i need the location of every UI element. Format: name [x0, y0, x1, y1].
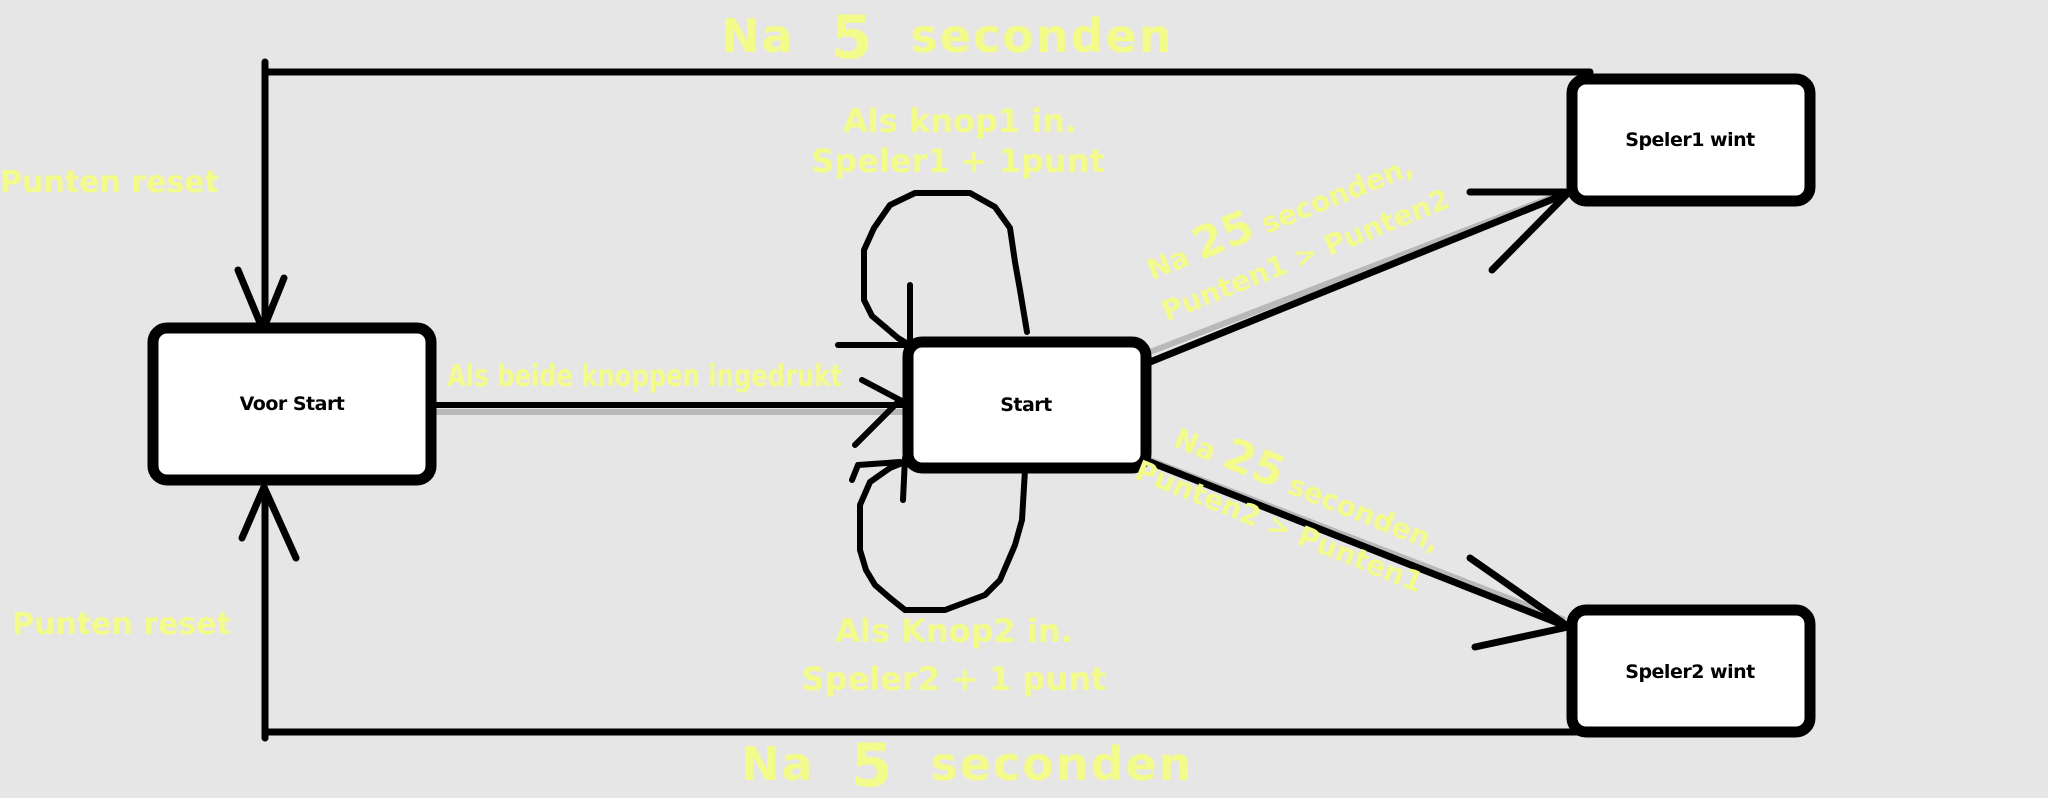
- state-speler2-wint: Speler2 wint: [1566, 604, 1816, 738]
- state-speler1-wint: Speler1 wint: [1566, 73, 1816, 207]
- self-loop-top: [835, 190, 1030, 348]
- loop-bottom-label-line2: Speler2 + 1 punt: [802, 660, 1107, 698]
- self-loop-bottom: [849, 455, 1028, 613]
- state-speler2-wint-label: Speler2 wint: [1625, 661, 1755, 683]
- state-voor-start: Voor Start: [147, 322, 437, 486]
- bottom-return-arrow: [238, 478, 1624, 742]
- to-speler2-arrow: [1146, 458, 1572, 651]
- reset-bottom-label: Punten reset: [12, 607, 231, 642]
- loop-top-label-line2: Speler1 + 1punt: [811, 142, 1105, 180]
- reset-top-label: Punten reset: [0, 165, 219, 200]
- to-speler1-arrow: [1146, 188, 1572, 366]
- loop-top-label-line1: Als knop1 in.: [843, 102, 1077, 140]
- state-voor-start-label: Voor Start: [240, 393, 345, 415]
- to-start-arrow: [432, 377, 918, 448]
- loop-bottom-label-line1: Als Knop2 in.: [835, 612, 1073, 650]
- to-start-label: Als beide knoppen ingedrukt: [447, 359, 842, 394]
- to-speler2-label: Na 25 seconden, Punten2 > Punten1: [1131, 422, 1446, 600]
- top-return-label: Na 5 seconden: [721, 3, 1173, 73]
- bottom-return-label: Na 5 seconden: [741, 731, 1193, 798]
- state-start-label: Start: [1000, 394, 1052, 416]
- state-speler1-wint-label: Speler1 wint: [1625, 129, 1755, 151]
- state-start: Start: [902, 336, 1152, 474]
